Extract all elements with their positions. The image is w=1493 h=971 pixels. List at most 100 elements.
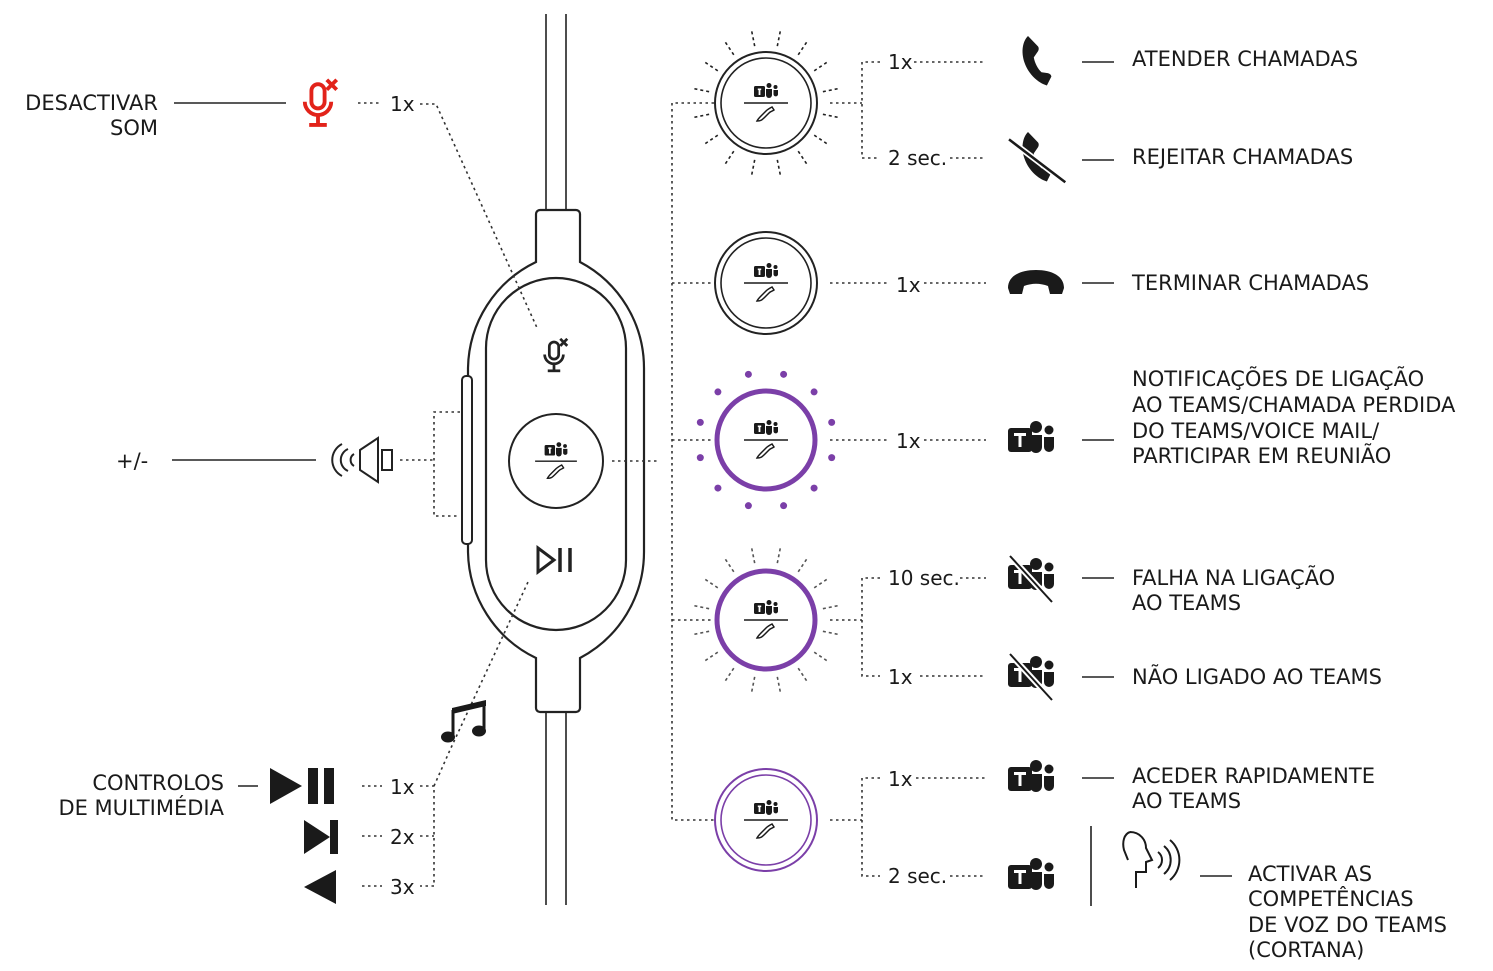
teams-button-blinking [714,51,818,155]
notify-label-3: DO TEAMS/VOICE MAIL/ [1132,419,1380,443]
quick-label-2: AO TEAMS [1132,789,1241,813]
notify-count: 1x [896,429,921,453]
headset-cable [545,14,567,905]
teams-logo-icon [1008,858,1054,890]
led-ray [797,150,808,165]
notify-label-4: PARTICIPAR EM REUNIÃO [1132,442,1391,468]
next-count: 2x [390,825,415,849]
led-ray [813,651,828,662]
mute-count: 1x [390,92,415,116]
led-ray [822,630,839,636]
next-track-icon [304,820,338,854]
music-note-icon [441,700,486,743]
led-ray [776,676,782,693]
led-ray [822,113,839,119]
previous-track-icon [304,870,336,904]
led-ray [776,547,782,564]
mic-mute-icon [302,77,339,127]
led-ray [750,547,756,564]
play-pause-icon [270,768,334,804]
led-dot [744,502,752,510]
teams-logo-icon [1008,421,1054,453]
reject-label: REJEITAR CHAMADAS [1132,145,1353,169]
led-ray [693,604,710,610]
media-label-2: DE MULTIMÉDIA [58,795,224,820]
teams-button-purple-blink [714,568,818,672]
led-dot [780,502,788,510]
teams-logo-icon [1008,760,1054,792]
led-dot [714,484,722,492]
media-label-1: CONTROLOS [92,771,224,795]
mute-label-2: SOM [110,116,158,140]
fail-count: 10 sec. [888,566,960,590]
led-ray [750,30,756,47]
answer-count: 1x [888,50,913,74]
led-ray [724,558,735,573]
play-count: 1x [390,775,415,799]
led-ray [704,134,719,145]
led-ray [704,651,719,662]
voice-label-3: DE VOZ DO TEAMS [1248,913,1447,937]
teams-button-purple-pulse [714,388,818,492]
led-ray [750,676,756,693]
fail-label-2: AO TEAMS [1132,591,1241,615]
voice-label-1: ACTIVAR AS [1248,862,1372,886]
led-dot [744,370,752,378]
phone-answer-icon [1019,33,1053,89]
led-dot [780,370,788,378]
led-dot [828,454,836,462]
led-ray [724,667,735,682]
answer-label: ATENDER CHAMADAS [1132,47,1358,71]
led-ray [797,558,808,573]
quick-count: 1x [888,767,913,791]
end-count: 1x [896,273,921,297]
notify-label-2: AO TEAMS/CHAMADA PERDIDA [1132,393,1456,417]
mute-label-1: DESACTIVAR [25,91,158,115]
fail-label-1: FALHA NA LIGAÇÃO [1132,564,1335,590]
voice-label-2: COMPETÊNCIAS [1248,886,1414,911]
led-ray [776,159,782,176]
end-label: TERMINAR CHAMADAS [1131,271,1369,295]
prev-count: 3x [390,875,415,899]
led-blink-rays [693,30,839,693]
led-ray [693,113,710,119]
led-ray [704,578,719,589]
voice-label-4: (CORTANA) [1248,938,1364,962]
volume-label: +/- [116,449,148,473]
led-ray [813,134,828,145]
led-ray [724,150,735,165]
phone-reject-icon [1007,129,1068,185]
voice-count: 2 sec. [888,864,947,888]
inline-controller [461,208,646,714]
led-dot [810,484,818,492]
led-ray [750,159,756,176]
voice-assistant-icon [1122,831,1181,888]
notify-label-1: NOTIFICAÇÕES DE LIGAÇÃO [1132,365,1424,391]
reject-count: 2 sec. [888,146,947,170]
phone-hangup-icon [1008,270,1064,294]
controller-play-pause-icon[interactable] [536,545,572,575]
led-dot [810,388,818,396]
led-ray [813,61,828,72]
notconn-count: 1x [888,665,913,689]
led-dot [828,418,836,426]
led-dot [696,418,704,426]
led-ray [797,41,808,56]
led-ray [724,41,735,56]
led-ray [822,87,839,93]
led-ray [822,604,839,610]
led-dot [714,388,722,396]
volume-icon [331,436,393,484]
led-ray [693,87,710,93]
led-dot [696,454,704,462]
teams-button-solid [714,231,818,335]
led-ray [813,578,828,589]
led-ray [776,30,782,47]
led-ray [797,667,808,682]
notconn-label: NÃO LIGADO AO TEAMS [1132,663,1382,689]
teams-off-icon [1007,651,1055,703]
teams-off-icon [1007,553,1055,605]
quick-label-1: ACEDER RAPIDAMENTE [1132,764,1375,788]
led-ray [693,630,710,636]
